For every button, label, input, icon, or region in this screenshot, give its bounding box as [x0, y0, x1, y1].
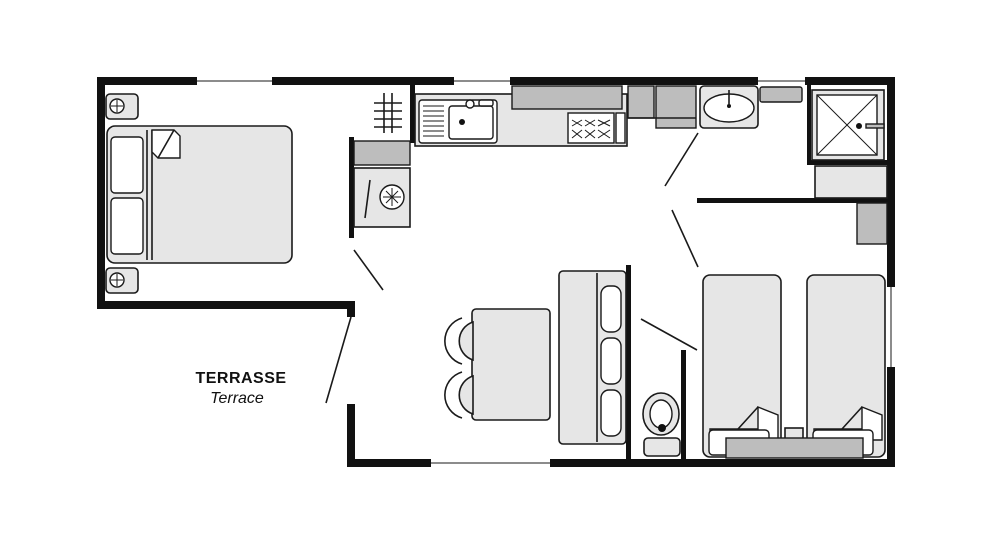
- kitchen-counter: [414, 85, 628, 147]
- door-swings: [325, 132, 699, 404]
- dining-table: [471, 308, 551, 421]
- heater-vent: [374, 93, 402, 133]
- bedroom-shelf: [725, 437, 864, 459]
- bathroom-shelves: [814, 165, 888, 245]
- nightstand-bottom: [105, 267, 139, 294]
- chair-bottom: [444, 371, 474, 419]
- washbasin: [699, 85, 803, 129]
- toilet: [642, 392, 681, 457]
- fridge: [353, 140, 411, 228]
- terrace-label-english: Terrace: [210, 390, 264, 407]
- single-bed-right: [806, 274, 886, 458]
- sofa-bench: [558, 270, 627, 445]
- exterior-walls: [97, 77, 895, 467]
- tall-cabinets: [627, 85, 697, 129]
- nightstand-top: [105, 93, 139, 120]
- master-bed: [106, 125, 293, 264]
- terrace-label: TERRASSE: [195, 370, 287, 387]
- interior-walls: [349, 85, 887, 459]
- shower: [811, 89, 885, 161]
- chair-top: [444, 317, 474, 365]
- single-bed-left: [702, 274, 782, 458]
